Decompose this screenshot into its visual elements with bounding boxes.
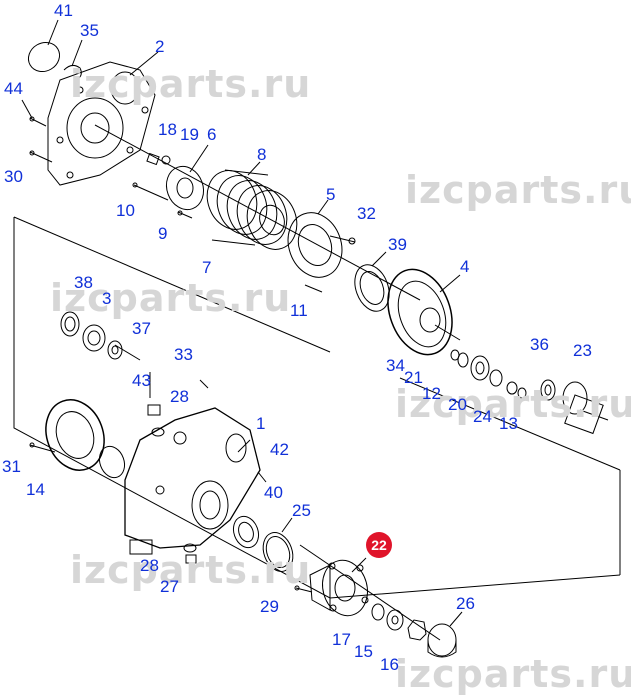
callout-30: 30	[4, 167, 23, 186]
callout-4: 4	[460, 257, 470, 276]
callout-34: 34	[386, 356, 405, 375]
callout-7: 7	[202, 258, 212, 277]
part-39-seal	[354, 264, 390, 312]
part-14-flange	[45, 399, 105, 471]
callout-3: 3	[102, 289, 112, 308]
callout-28a: 28	[170, 387, 189, 406]
callout-23: 23	[573, 341, 592, 360]
part-35-snapring	[63, 64, 82, 81]
callout-11: 11	[290, 301, 308, 320]
callout-13: 13	[499, 414, 518, 433]
part-25-oring	[262, 532, 294, 572]
frame-outline	[13, 217, 621, 599]
callout-26: 26	[456, 594, 475, 613]
callout-5: 5	[326, 185, 336, 204]
callout-36: 36	[530, 335, 549, 354]
callout-31: 31	[2, 457, 21, 476]
part-1-housing	[124, 407, 261, 549]
callout-28b: 28	[140, 556, 159, 575]
part-5-piston	[287, 212, 343, 278]
callout-42: 42	[270, 440, 289, 459]
callout-38: 38	[74, 273, 93, 292]
callout-2: 2	[155, 37, 165, 56]
part-6-plate	[165, 165, 205, 211]
callout-41: 41	[54, 1, 73, 20]
callout-21: 21	[404, 368, 423, 387]
callout-35: 35	[80, 21, 99, 40]
callout-24: 24	[473, 407, 492, 426]
part-8-clutch-pack	[206, 170, 298, 250]
callout-22-highlight: 22	[366, 532, 392, 558]
part-4-ring-gear	[387, 268, 453, 356]
part-23-shaft	[562, 381, 609, 435]
callout-29: 29	[260, 597, 279, 616]
callout-25: 25	[292, 501, 311, 520]
callout-19: 19	[180, 125, 199, 144]
part-26-cap	[427, 623, 457, 657]
callout-40: 40	[264, 483, 283, 502]
callout-39: 39	[388, 235, 407, 254]
callout-10: 10	[116, 201, 135, 220]
callout-6: 6	[207, 125, 217, 144]
part-2-cover	[47, 61, 156, 186]
part-41-oring	[27, 41, 61, 73]
callout-43: 43	[132, 371, 151, 390]
callout-37: 37	[132, 319, 151, 338]
callout-16: 16	[380, 655, 399, 674]
callout-20: 20	[448, 395, 467, 414]
callout-14: 14	[26, 480, 45, 499]
callout-17: 17	[332, 630, 351, 649]
callout-12: 12	[422, 384, 441, 403]
callout-27: 27	[160, 577, 179, 596]
callout-32: 32	[357, 204, 376, 223]
callout-15: 15	[354, 642, 373, 661]
callout-8: 8	[257, 145, 267, 164]
callout-9: 9	[158, 224, 168, 243]
callout-33: 33	[174, 345, 193, 364]
callout-18: 18	[158, 120, 177, 139]
callout-1: 1	[256, 414, 266, 433]
callout-44: 44	[4, 79, 23, 98]
